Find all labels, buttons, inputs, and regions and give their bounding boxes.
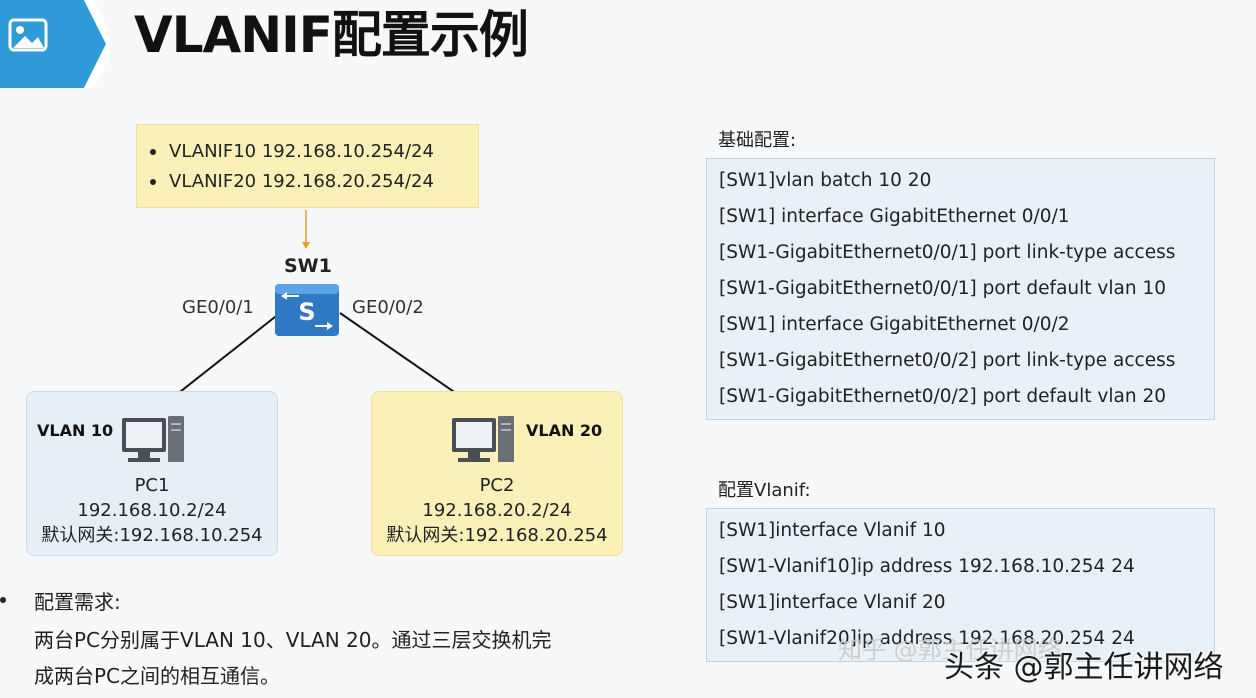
command-line: [SW1-Vlanif20]ip address 192.168.20.254 … <box>719 628 1135 649</box>
bullet-icon <box>0 597 6 603</box>
pc1-info: PC1 192.168.10.2/24 默认网关:192.168.10.254 <box>26 473 278 548</box>
pc-icon <box>122 416 184 462</box>
vlanif-item: VLANIF10 192.168.10.254/24 <box>137 137 478 167</box>
pc-ip: 192.168.10.2/24 <box>77 500 227 521</box>
svg-text:S: S <box>298 298 315 326</box>
page-title: VLANIF配置示例 <box>134 6 529 64</box>
command-line: [SW1] interface GigabitEthernet 0/0/1 <box>719 206 1070 227</box>
command-line: [SW1]interface Vlanif 20 <box>719 592 946 613</box>
command-line: [SW1]vlan batch 10 20 <box>719 170 932 191</box>
vlan-tag: VLAN 20 <box>526 421 603 440</box>
command-line: [SW1-GigabitEthernet0/0/2] port default … <box>719 386 1166 407</box>
requirements-line: 两台PC分别属于VLAN 10、VLAN 20。通过三层交换机完 <box>34 628 552 652</box>
pc-name: PC2 <box>479 475 515 496</box>
port-label-right: GE0/0/2 <box>352 297 424 318</box>
watermark-toutiao: 头条 @郭主任讲网络 <box>944 650 1224 685</box>
command-line: [SW1] interface GigabitEthernet 0/0/2 <box>719 314 1070 335</box>
image-icon <box>0 0 110 88</box>
command-line: [SW1]interface Vlanif 10 <box>719 520 946 541</box>
vlanif-address-box: VLANIF10 192.168.10.254/24 VLANIF20 192.… <box>136 124 479 208</box>
command-line: [SW1-GigabitEthernet0/0/1] port link-typ… <box>719 242 1176 263</box>
vlanif-config-heading: 配置Vlanif: <box>718 480 811 501</box>
vlan-20-box <box>371 391 623 556</box>
basic-config-box: [SW1]vlan batch 10 20 [SW1] interface Gi… <box>706 158 1215 420</box>
pc2-info: PC2 192.168.20.2/24 默认网关:192.168.20.254 <box>371 473 623 548</box>
pc-ip: 192.168.20.2/24 <box>422 500 572 521</box>
command-line: [SW1-GigabitEthernet0/0/1] port default … <box>719 278 1166 299</box>
vlan-tag: VLAN 10 <box>37 421 114 440</box>
vlanif-config-box: [SW1]interface Vlanif 10 [SW1-Vlanif10]i… <box>706 508 1215 662</box>
vlanif-item: VLANIF20 192.168.20.254/24 <box>137 167 478 197</box>
pc-gateway: 默认网关:192.168.10.254 <box>41 525 263 546</box>
requirements-heading: 配置需求: <box>34 590 121 614</box>
requirements-line: 成两台PC之间的相互通信。 <box>34 664 281 688</box>
command-line: [SW1-GigabitEthernet0/0/2] port link-typ… <box>719 350 1176 371</box>
watermark-zhihu: 知乎 @郭主任讲网络 <box>838 636 1062 664</box>
basic-config-heading: 基础配置: <box>718 130 797 151</box>
port-label-left: GE0/0/1 <box>182 297 254 318</box>
pc-name: PC1 <box>134 475 170 496</box>
switch-name: SW1 <box>284 255 332 277</box>
switch-icon: S <box>275 284 339 336</box>
pc-icon <box>452 416 514 462</box>
command-line: [SW1-Vlanif10]ip address 192.168.10.254 … <box>719 556 1135 577</box>
requirements-text: 两台PC分别属于VLAN 10、VLAN 20。通过三层交换机完 成两台PC之间… <box>34 622 552 694</box>
pc-gateway: 默认网关:192.168.20.254 <box>386 525 608 546</box>
